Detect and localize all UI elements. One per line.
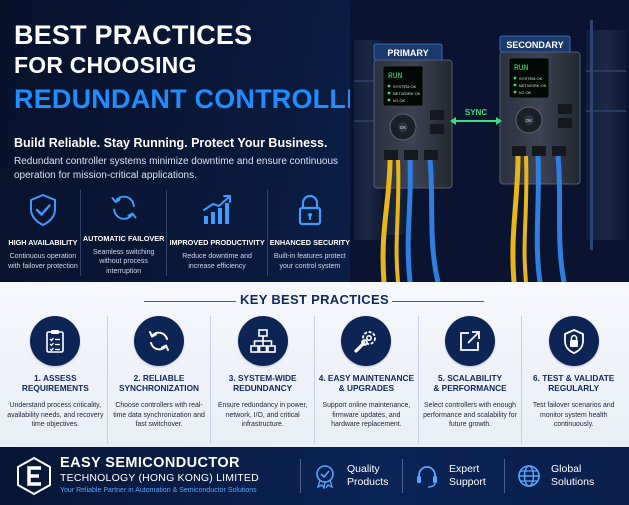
benefit-improved-productivity: IMPROVED PRODUCTIVITY Reduce downtime an… [167, 190, 268, 276]
title-rule-right [392, 301, 484, 302]
practice-desc: Select controllers with enough performan… [423, 402, 517, 429]
practice-desc: Ensure redundancy in power, network, I/O… [218, 402, 308, 429]
practice-title: 4. EASY MAINTENANCE& UPGRADES [318, 373, 414, 393]
practice-desc: Support online maintenance, firmware upd… [322, 402, 411, 429]
section-title: KEY BEST PRACTICES [240, 292, 389, 307]
hero-title-line1: BEST PRACTICES [14, 20, 253, 50]
primary-ok-label: OK [400, 125, 407, 130]
hero-banner: BEST PRACTICES FOR CHOOSING REDUNDANT CO… [0, 0, 629, 282]
secondary-status-network: NETWORK OK [519, 83, 547, 88]
benefit-title: AUTOMATIC FAILOVER [82, 233, 165, 243]
hero-description: Redundant controller systems minimize do… [14, 156, 339, 181]
footer-feature-text: Expert Support [449, 463, 486, 488]
company-logo [17, 456, 51, 496]
footer-divider [300, 459, 301, 493]
sync-arrows-icon [149, 331, 169, 351]
benefit-desc: Reduce downtime and increase efficiency [182, 253, 252, 270]
clipboard-checklist-icon [46, 330, 65, 353]
title-rule-left [144, 301, 236, 302]
footer-feature-text: Global Solutions [551, 463, 595, 488]
footer-divider [402, 459, 403, 493]
benefit-desc: Seamless switching without process inter… [92, 248, 155, 275]
benefit-desc: Built-in features protect your control s… [273, 253, 346, 270]
footer-feature-global: Global Solutions [516, 458, 611, 494]
company-name-line1: EASY SEMICONDUCTOR [60, 455, 240, 471]
primary-label: PRIMARY [387, 48, 428, 58]
benefit-high-availability: HIGH AVAILABILITY Continuous operation w… [6, 190, 81, 276]
shield-lock-icon [563, 329, 584, 354]
secondary-status-system: SYSTEM OK [519, 76, 543, 81]
practice-desc: Choose controllers with real-time data s… [113, 402, 205, 429]
network-hierarchy-icon [249, 329, 276, 353]
hero-title-line3: REDUNDANT CONTROLLERS [14, 84, 403, 114]
practice-scalability-performance: 5. SCALABILITY& PERFORMANCE Select contr… [419, 316, 523, 444]
quality-badge-icon [316, 465, 334, 489]
headset-icon [417, 466, 437, 488]
shield-check-icon [29, 193, 56, 227]
globe-icon [518, 465, 540, 487]
footer-feature-quality: Quality Products [312, 458, 407, 494]
primary-run-text: RUN [388, 72, 403, 81]
practice-desc: Test failover scenarios and monitor syst… [532, 402, 615, 429]
primary-status-network: NETWORK OK [393, 91, 421, 96]
company-slogan: Your Reliable Partner in Automation & Se… [60, 487, 257, 494]
company-name-line2: TECHNOLOGY (HONG KONG) LIMITED [60, 472, 259, 484]
hero-title-line2: FOR CHOOSING [14, 52, 197, 78]
benefit-desc: Continuous operation with failover prote… [8, 253, 78, 270]
benefit-enhanced-security: ENHANCED SECURITY Built-in features prot… [268, 190, 352, 276]
hero-tagline: Build Reliable. Stay Running. Protect Yo… [14, 136, 328, 150]
growth-chart-icon [203, 195, 232, 224]
footer-divider [504, 459, 505, 493]
wrench-gear-icon [354, 331, 377, 353]
lock-icon [298, 194, 321, 226]
secondary-run-text: RUN [514, 64, 529, 73]
refresh-icon [111, 195, 137, 220]
primary-status-io: I/O OK [393, 98, 406, 103]
benefit-title: IMPROVED PRODUCTIVITY [169, 238, 265, 247]
benefit-title: HIGH AVAILABILITY [8, 238, 78, 247]
footer-feature-support: Expert Support [414, 458, 509, 494]
primary-status-system: SYSTEM OK [393, 84, 417, 89]
benefit-title: ENHANCED SECURITY [269, 238, 350, 247]
secondary-label: SECONDARY [506, 40, 563, 50]
redundant-controllers-illustration: PRIMARY SECONDARY RUN SYSTEM OK NETWORK … [350, 0, 629, 282]
benefits-row: HIGH AVAILABILITY Continuous operation w… [6, 190, 352, 276]
practice-easy-maintenance: 4. EASY MAINTENANCE& UPGRADES Support on… [315, 316, 419, 444]
footer-bar: EASY SEMICONDUCTOR TECHNOLOGY (HONG KONG… [0, 447, 629, 505]
practice-title: 5. SCALABILITY& PERFORMANCE [433, 373, 507, 393]
practice-desc: Understand process criticality, availabi… [7, 402, 104, 429]
scale-up-icon [460, 331, 480, 351]
secondary-status-io: I/O OK [519, 90, 532, 95]
footer-feature-text: Quality Products [347, 463, 389, 488]
benefit-automatic-failover: AUTOMATIC FAILOVER Seamless switching wi… [81, 190, 168, 276]
sync-label: SYNC [465, 108, 487, 117]
secondary-ok-label: OK [526, 118, 533, 123]
